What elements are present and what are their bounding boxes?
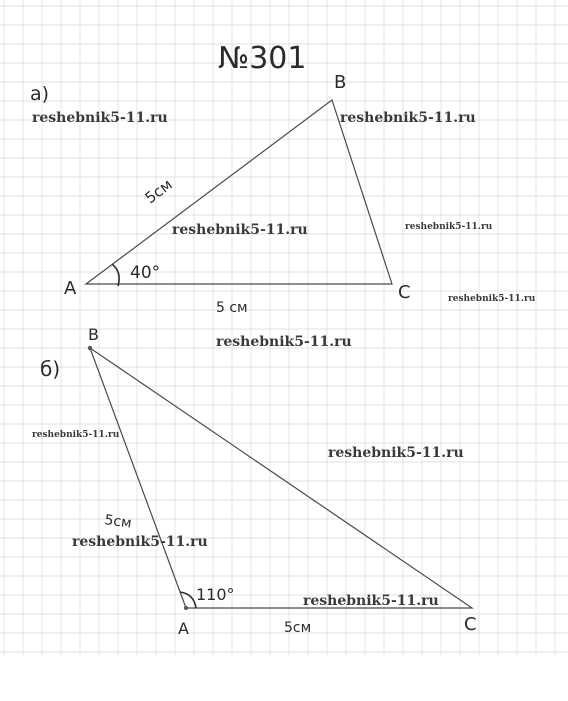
angle-arc-b [179, 591, 197, 609]
watermark: reshebnik5-11.ru [303, 593, 439, 609]
part-a-vertex-a: A [64, 278, 77, 299]
watermark: reshebnik5-11.ru [405, 222, 493, 232]
watermark: reshebnik5-11.ru [448, 294, 536, 304]
problem-number: №301 [218, 41, 306, 76]
part-b-side-ac: 5см [284, 620, 311, 636]
part-b-marker: б) [40, 357, 60, 381]
part-a-vertex-c: C [398, 282, 411, 303]
part-a-angle-label: 40° [130, 263, 160, 283]
watermark: reshebnik5-11.ru [172, 222, 308, 238]
part-b-side-ab: 5см [103, 512, 132, 532]
vertex-dot-b [87, 345, 93, 351]
part-a-vertex-b: B [334, 72, 346, 93]
grid-paper [0, 0, 568, 655]
part-a-marker: а) [30, 83, 49, 105]
watermark: reshebnik5-11.ru [328, 445, 464, 461]
part-b-vertex-b: B [88, 325, 99, 344]
triangle-b-outline [88, 346, 474, 609]
angle-arc-a [111, 263, 120, 287]
part-b-angle-label: 110° [196, 585, 235, 604]
triangle-b [87, 345, 474, 610]
part-a-side-ab: 5см [142, 175, 176, 207]
watermark: reshebnik5-11.ru [32, 430, 120, 440]
watermark: reshebnik5-11.ru [340, 110, 476, 126]
watermark: reshebnik5-11.ru [72, 534, 208, 550]
watermark: reshebnik5-11.ru [32, 110, 168, 126]
part-a-side-ac: 5 см [216, 300, 248, 316]
watermark: reshebnik5-11.ru [216, 334, 352, 350]
triangle-a [84, 99, 393, 287]
triangle-a-outline [84, 99, 393, 285]
part-b-vertex-a: A [178, 619, 189, 638]
vertex-dot-a [184, 606, 188, 610]
part-b-vertex-c: C [464, 614, 477, 635]
